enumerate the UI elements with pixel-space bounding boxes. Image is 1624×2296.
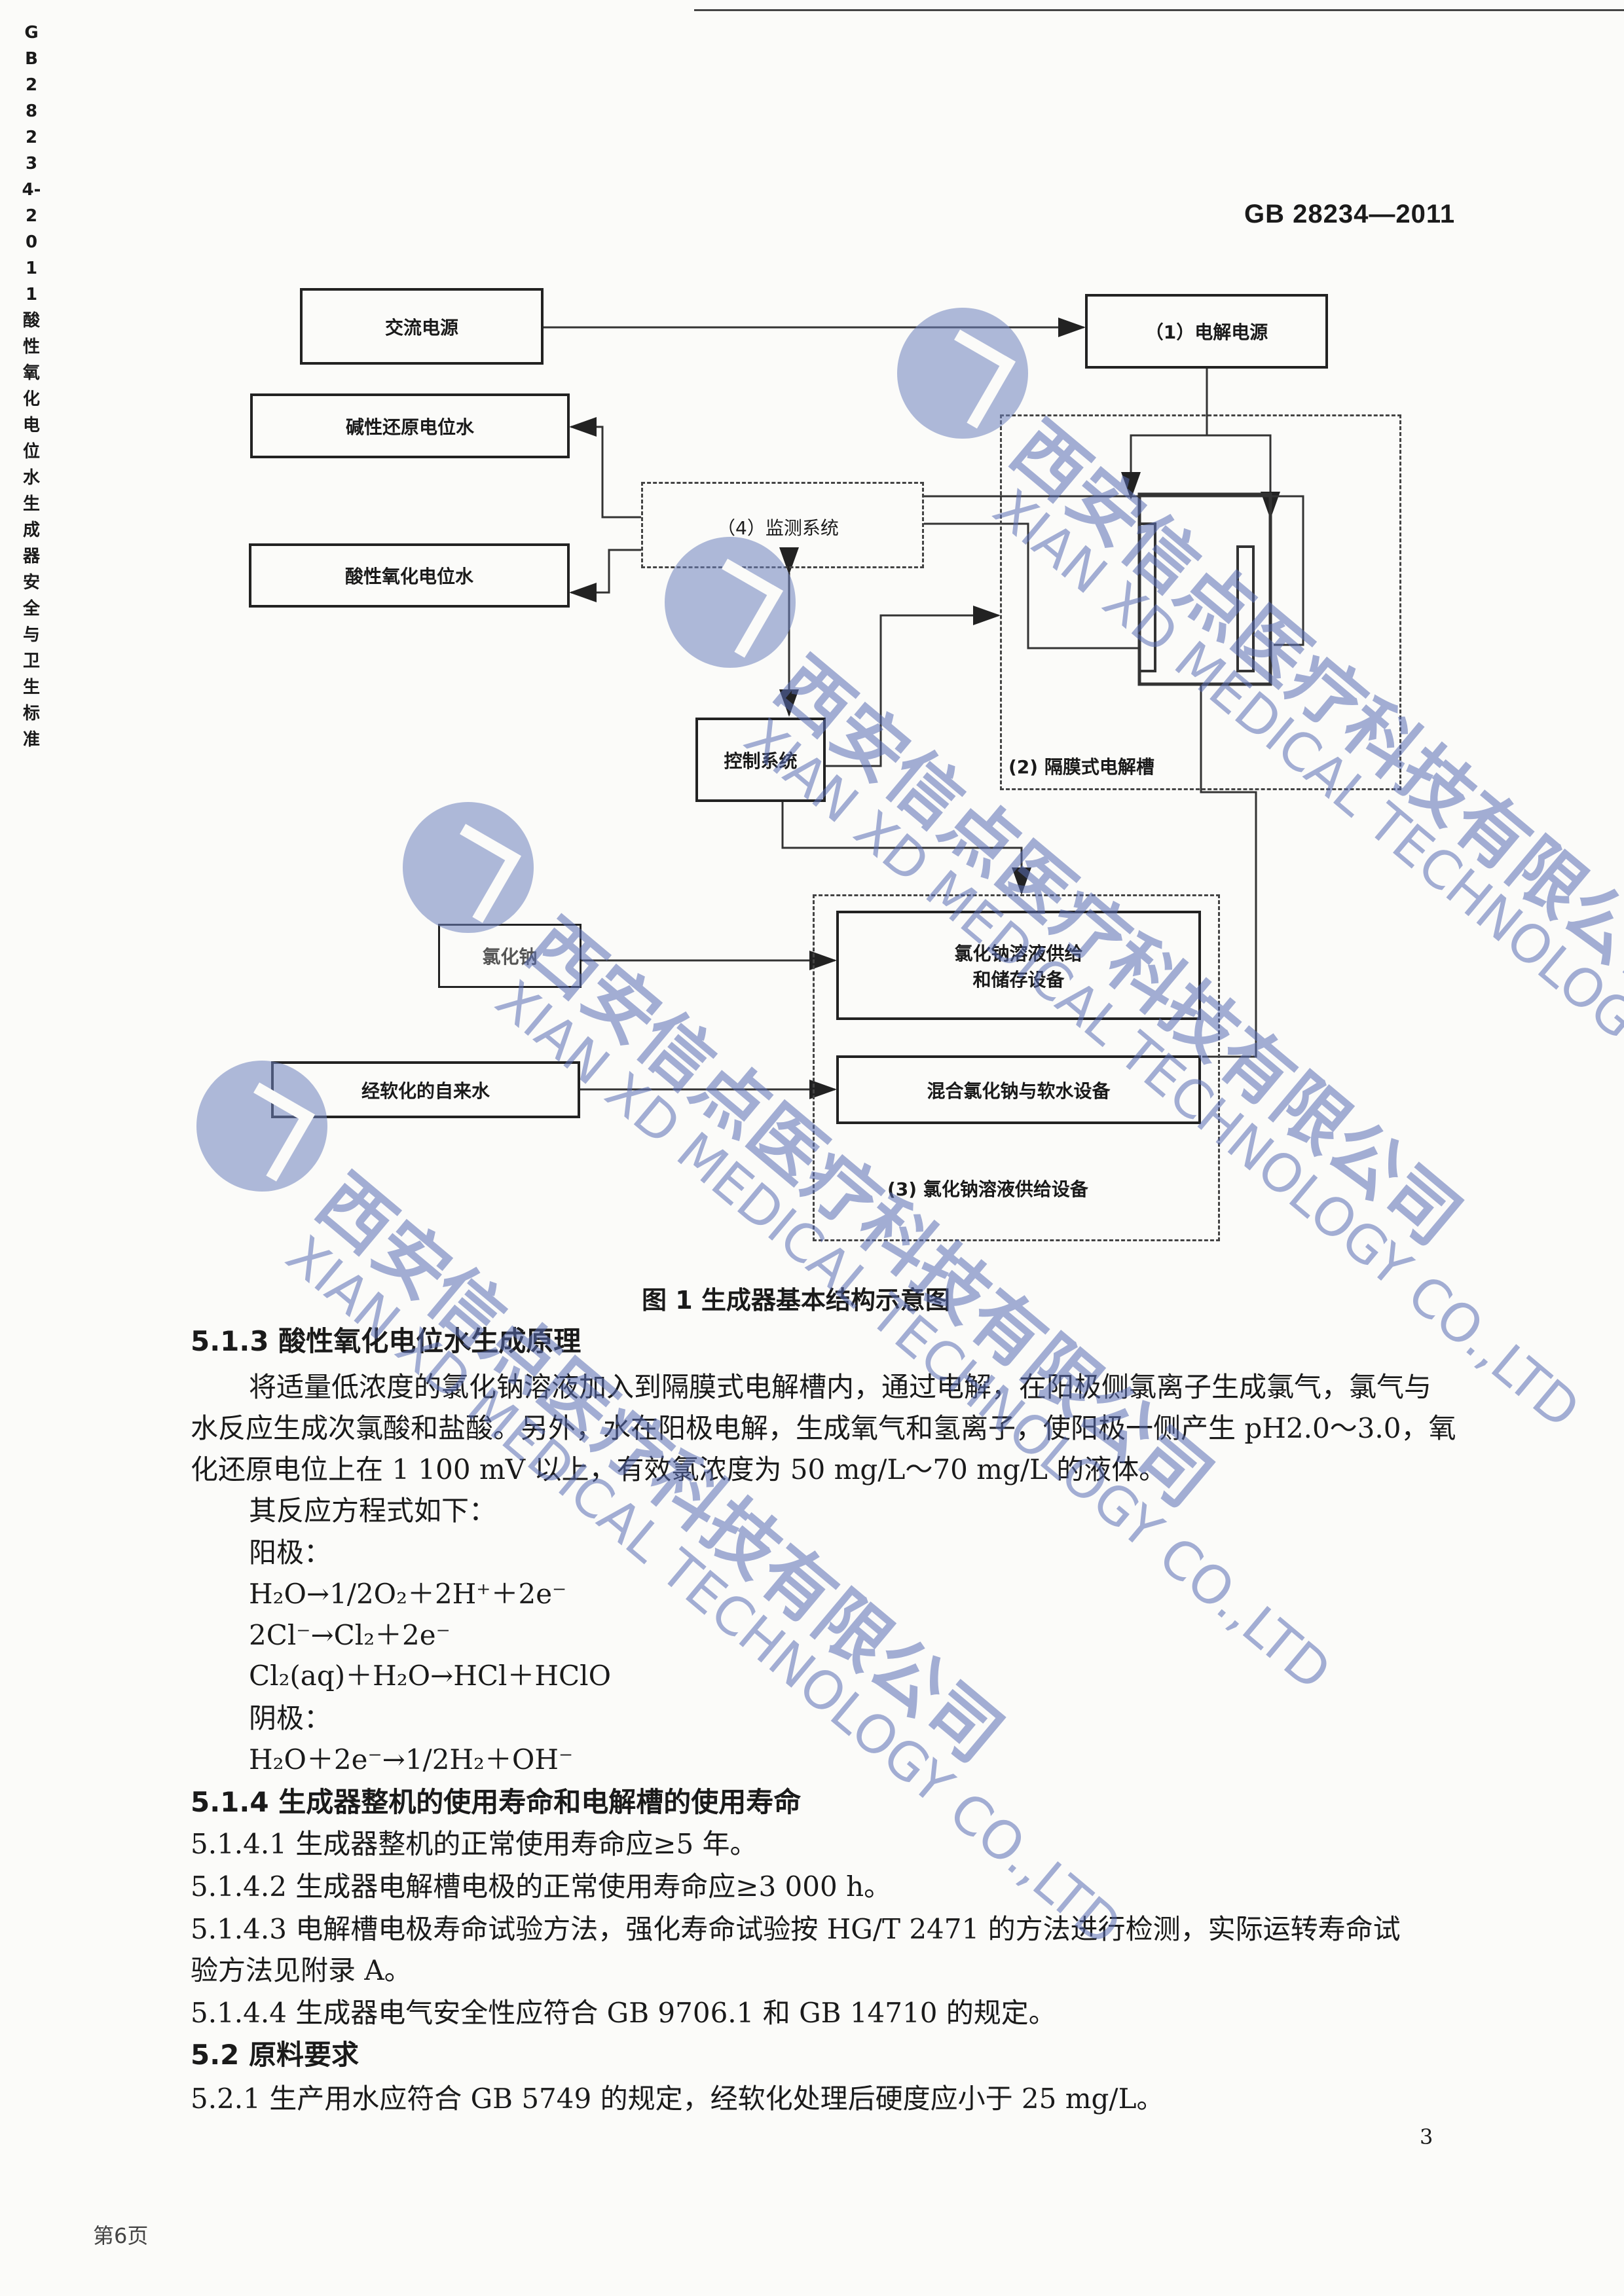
monitoring-label: （4）监测系统 (717, 517, 839, 539)
scan-page-label: 第6页 (93, 2223, 149, 2248)
box-electrolysis-power: （1）电解电源 (1085, 294, 1328, 369)
paragraph-line: 将适量低浓度的氯化钠溶液加入到隔膜式电解槽内，通过电解，在阳极侧氯离子生成氯气，… (249, 1371, 1432, 1403)
power-positive-lead (1121, 369, 1208, 500)
box-acidic-water: 酸性氧化电位水 (249, 543, 570, 608)
clause-5-1-4-3-cont: 验方法见附录 A。 (191, 1954, 412, 1986)
equation: H₂O→1/2O₂＋2H⁺＋2e⁻ (249, 1578, 567, 1610)
standard-number: GB 28234—2011 (1244, 200, 1456, 228)
watermark-logo-icon (196, 1061, 327, 1192)
paragraph-line: 水反应生成次氯酸和盐酸。另外，水在阳极电解，生成氧气和氢离子，使阳极一侧产生 p… (191, 1412, 1456, 1444)
monitor-to-cell-1 (924, 495, 1304, 646)
section-5-1-4-title: 5.1.4 生成器整机的使用寿命和电解槽的使用寿命 (191, 1786, 802, 1818)
monitor-to-cell-2 (924, 522, 1139, 649)
figure-caption: 图 1 生成器基本结构示意图 (642, 1286, 950, 1315)
arrow-to-acidic (569, 549, 641, 602)
cell-label: (2) 隔膜式电解槽 (1008, 756, 1154, 778)
box-mixing: 混合氯化钠与软水设备 (836, 1055, 1201, 1124)
equation: 2Cl⁻→Cl₂＋2e⁻ (249, 1619, 451, 1651)
cathode-label: 阴极： (249, 1702, 332, 1734)
power-negative-lead (1207, 434, 1280, 519)
equation: Cl₂(aq)＋H₂O→HCl＋HClO (249, 1660, 612, 1692)
control-to-supply (781, 802, 1031, 895)
section-5-1-3-title: 5.1.3 酸性氧化电位水生成原理 (191, 1325, 581, 1357)
diagram-connectors (544, 318, 1304, 1099)
clause-5-1-4-3: 5.1.4.3 电解槽电极寿命试验方法，强化寿命试验按 HG/T 2471 的方… (191, 1913, 1401, 1945)
supply-to-cell (1200, 684, 1257, 1058)
clause-5-1-4-2: 5.1.4.2 生成器电解槽电极的正常使用寿命应≥3 000 h。 (191, 1870, 892, 1903)
box-softened-water: 经软化的自来水 (271, 1061, 580, 1118)
cathode-plate (1236, 545, 1255, 672)
anode-label: 阳极： (249, 1537, 332, 1569)
supply-group (813, 894, 1220, 1241)
arrow-to-alkaline (569, 417, 641, 519)
nacl-storage-line2: 和储存设备 (972, 968, 1065, 991)
top-rule (694, 9, 1624, 11)
cell-group (1000, 414, 1401, 790)
box-alkaline-water: 碱性还原电位水 (250, 393, 570, 458)
section-5-2-title: 5.2 原料要求 (191, 2039, 360, 2071)
control-to-cell (826, 606, 1001, 767)
supply-group-label: (3) 氯化钠溶液供给设备 (887, 1178, 1088, 1200)
sidebar-title: GB 28234-2011 酸性氧化电位水生成器安全与卫生标准 (22, 23, 41, 750)
box-ac-power: 交流电源 (300, 288, 544, 365)
equation-intro: 其反应方程式如下： (249, 1495, 497, 1527)
nacl-storage-line1: 氯化钠溶液供给 (954, 942, 1083, 964)
page-number: 3 (1420, 2124, 1433, 2149)
watermark-logo-icon (897, 308, 1028, 439)
equation: H₂O＋2e⁻→1/2H₂＋OH⁻ (249, 1743, 574, 1776)
box-control: 控制系统 (695, 718, 826, 802)
clause-5-2-1: 5.2.1 生产用水应符合 GB 5749 的规定，经软化处理后硬度应小于 25… (191, 2083, 1164, 2115)
clause-5-1-4-4: 5.1.4.4 生成器电气安全性应符合 GB 9706.1 和 GB 14710… (191, 1997, 1056, 2029)
anode-plate (1138, 522, 1156, 672)
box-nacl-storage: 氯化钠溶液供给 和储存设备 (836, 911, 1201, 1020)
clause-5-1-4-1: 5.1.4.1 生成器整机的正常使用寿命应≥5 年。 (191, 1828, 758, 1860)
box-nacl: 氯化钠 (438, 924, 581, 988)
watermark-logo-icon (665, 537, 796, 668)
watermark-logo-icon (403, 802, 534, 933)
paragraph-line: 化还原电位上在 1 100 mV 以上，有效氯浓度为 50 mg/L～70 mg… (191, 1453, 1167, 1485)
